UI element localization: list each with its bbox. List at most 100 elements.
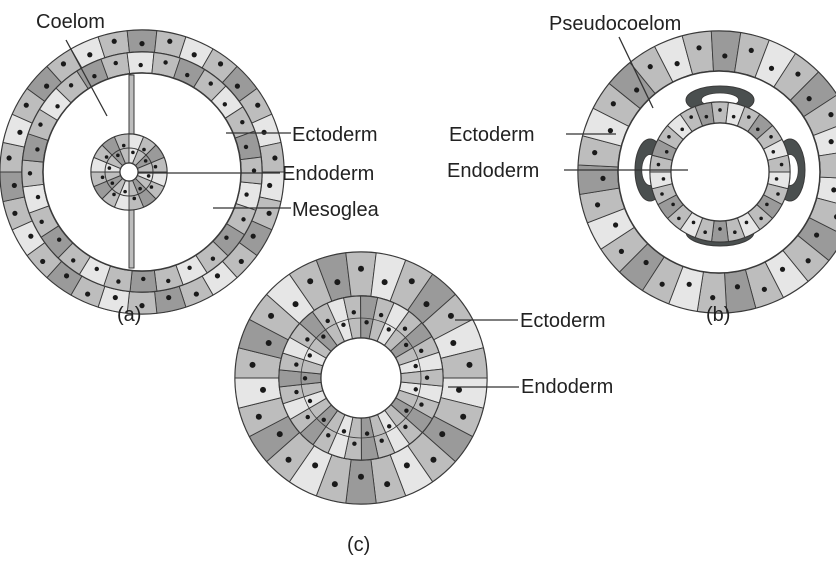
nucleus: [218, 61, 223, 66]
nucleus: [648, 64, 653, 69]
nucleus: [756, 128, 760, 132]
nucleus: [450, 340, 456, 346]
nucleus: [364, 320, 368, 324]
nucleus: [241, 217, 245, 221]
nucleus: [266, 211, 271, 216]
nucleus: [404, 408, 408, 412]
nucleus: [419, 402, 423, 406]
nucleus: [57, 238, 61, 242]
endoderm-label: Endoderm: [521, 376, 613, 398]
nucleus: [24, 103, 29, 108]
nucleus: [829, 139, 834, 144]
nucleus: [448, 313, 454, 319]
nucleus: [17, 130, 22, 135]
nucleus: [326, 319, 330, 323]
nucleus: [352, 442, 356, 446]
nucleus: [689, 115, 693, 119]
nucleus: [403, 425, 407, 429]
nucleus: [600, 176, 605, 181]
nucleus: [71, 258, 75, 262]
nucleus: [138, 63, 142, 67]
nucleus: [44, 84, 49, 89]
nucleus: [144, 159, 148, 163]
nucleus: [404, 462, 410, 468]
nucleus: [139, 41, 144, 46]
nucleus: [403, 327, 407, 331]
nucleus: [608, 128, 613, 133]
nucleus: [256, 414, 262, 420]
nucleus: [680, 128, 684, 132]
nucleus: [154, 165, 158, 169]
nucleus: [255, 103, 260, 108]
nucleus: [379, 313, 383, 317]
nucleus: [244, 192, 248, 196]
nucleus: [192, 52, 197, 57]
nucleus: [657, 163, 661, 167]
panel-c-acoelomate: Ectoderm Endoderm (c): [235, 252, 613, 556]
nucleus: [12, 211, 17, 216]
nucleus: [592, 150, 597, 155]
ectoderm-label: Ectoderm: [449, 124, 535, 146]
nucleus: [141, 277, 145, 281]
nucleus: [341, 323, 345, 327]
nucleus: [705, 115, 709, 119]
nucleus: [87, 52, 92, 57]
nucleus: [92, 74, 96, 78]
nucleus: [326, 433, 330, 437]
nucleus: [662, 177, 666, 181]
nucleus: [306, 415, 310, 419]
nucleus: [611, 101, 616, 106]
nucleus: [358, 266, 364, 272]
nucleus: [365, 431, 369, 435]
nucleus: [36, 195, 40, 199]
nucleus: [735, 284, 740, 289]
nucleus: [722, 53, 727, 58]
nucleus: [138, 187, 142, 191]
nucleus: [303, 376, 307, 380]
nucleus: [142, 148, 146, 152]
nucleus: [122, 144, 126, 148]
nucleus: [765, 203, 769, 207]
nucleus: [308, 399, 312, 403]
nucleus: [166, 295, 171, 300]
nucleus: [194, 291, 199, 296]
nucleus: [113, 295, 118, 300]
nucleus: [244, 145, 248, 149]
nucleus: [307, 278, 313, 284]
nucleus: [105, 155, 109, 159]
ectoderm-cell: [259, 142, 284, 172]
nucleus: [334, 279, 340, 285]
nucleus: [166, 279, 170, 283]
nucleus: [268, 313, 274, 319]
nucleus: [413, 364, 417, 368]
nucleus: [286, 457, 292, 463]
nucleus: [423, 301, 429, 307]
nucleus: [775, 177, 779, 181]
nucleus: [250, 362, 256, 368]
gut-lumen: [120, 163, 138, 181]
nucleus: [55, 104, 59, 108]
nucleus: [358, 474, 364, 480]
nucleus: [85, 291, 90, 296]
nucleus: [732, 115, 736, 119]
nucleus: [828, 112, 833, 117]
nucleus: [64, 273, 69, 278]
dorsal-mesentery: [129, 75, 134, 135]
nucleus: [321, 334, 325, 338]
gut-lumen: [321, 338, 401, 418]
caption-c: (c): [347, 534, 370, 556]
nucleus: [613, 222, 618, 227]
nucleus: [101, 175, 105, 179]
nucleus: [660, 192, 664, 196]
nucleus: [430, 457, 436, 463]
nucleus: [69, 83, 73, 87]
nucleus: [150, 185, 154, 189]
nucleus: [95, 267, 99, 271]
nucleus: [675, 61, 680, 66]
nucleus: [40, 259, 45, 264]
nucleus: [776, 192, 780, 196]
nucleus: [38, 122, 42, 126]
nucleus: [252, 168, 256, 172]
nucleus: [733, 230, 737, 234]
pseudocoelom-label: Pseudocoelom: [549, 13, 681, 35]
